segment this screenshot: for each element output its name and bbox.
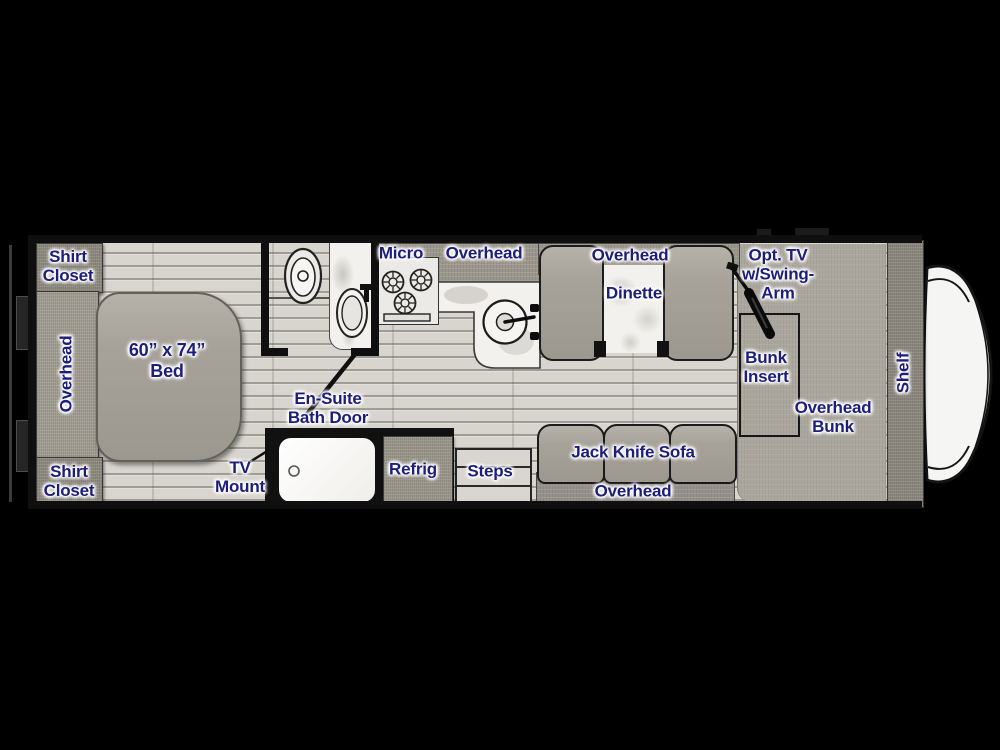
shirt-closet-top-label: Shirt Closet	[42, 247, 94, 285]
step-line-1	[457, 466, 530, 468]
step-line-2	[457, 485, 530, 487]
sofa-overhead-label: Overhead	[594, 481, 672, 501]
bed-label: 60” x 74” Bed	[128, 340, 206, 381]
wall-rear	[28, 235, 36, 509]
bed-overhead-label: Overhead	[56, 335, 76, 413]
sofa-cushion-3	[669, 424, 737, 484]
sofa-cushion-1	[537, 424, 605, 484]
bath-door-swing	[301, 350, 359, 421]
shelf	[887, 240, 924, 508]
roof-detail-1	[757, 229, 771, 237]
refrigerator	[383, 436, 453, 505]
shower-drain-icon	[288, 465, 300, 477]
tv-mount-pointer	[247, 448, 270, 465]
shirt-closet-bottom	[36, 457, 103, 505]
jack-knife-sofa-label: Jack Knife Sofa	[571, 442, 695, 462]
kitchen-sink-icon	[482, 299, 539, 345]
tv-swing-arm-icon	[726, 262, 775, 339]
dinette-bench-right	[663, 245, 734, 361]
stove-burners-icon	[381, 268, 433, 322]
shirt-closet-bottom-label: Shirt Closet	[43, 462, 95, 500]
bath-wall-foot-left	[261, 348, 288, 356]
micro-label: Micro	[378, 243, 424, 263]
kitchen-overhead-label: Overhead	[445, 243, 523, 263]
overhead-bunk-label: Overhead Bunk	[794, 398, 872, 436]
rear-bumper-line	[9, 245, 12, 502]
dinette-bench-left	[539, 245, 604, 361]
bath-wall-left	[261, 239, 269, 356]
bath-sink-icon	[336, 284, 371, 338]
bath-wall-foot-right	[351, 348, 379, 356]
tv-mount-label: TV Mount	[215, 458, 265, 496]
wall-top	[28, 235, 922, 243]
refrig-label: Refrig	[389, 459, 437, 479]
wall-bottom	[28, 501, 922, 509]
table-post-right	[657, 341, 669, 357]
dinette-overhead-label: Overhead	[591, 245, 669, 265]
bed	[96, 292, 242, 462]
opt-tv-label: Opt. TV w/Swing- Arm	[741, 245, 815, 303]
ensuite-bath-door-label: En-Suite Bath Door	[287, 389, 369, 427]
entry-steps	[455, 448, 532, 504]
dinette-label: Dinette	[605, 283, 663, 303]
sofa-cushion-2	[603, 424, 671, 484]
toilet-icon	[283, 247, 323, 305]
front-bunk-area	[737, 244, 886, 502]
roof-detail-2	[795, 228, 829, 237]
shelf-label: Shelf	[893, 352, 913, 394]
table-post-left	[594, 341, 606, 357]
steps-label: Steps	[467, 461, 513, 481]
shirt-closet-top	[36, 243, 103, 293]
cab-windshield	[922, 264, 993, 484]
bed-overhead-cabinet	[36, 291, 99, 459]
bunk-insert-label: Bunk Insert	[743, 348, 789, 386]
bunk-insert-outline	[739, 313, 800, 437]
dinette-table	[600, 265, 667, 353]
bath-wall-right	[371, 239, 379, 356]
